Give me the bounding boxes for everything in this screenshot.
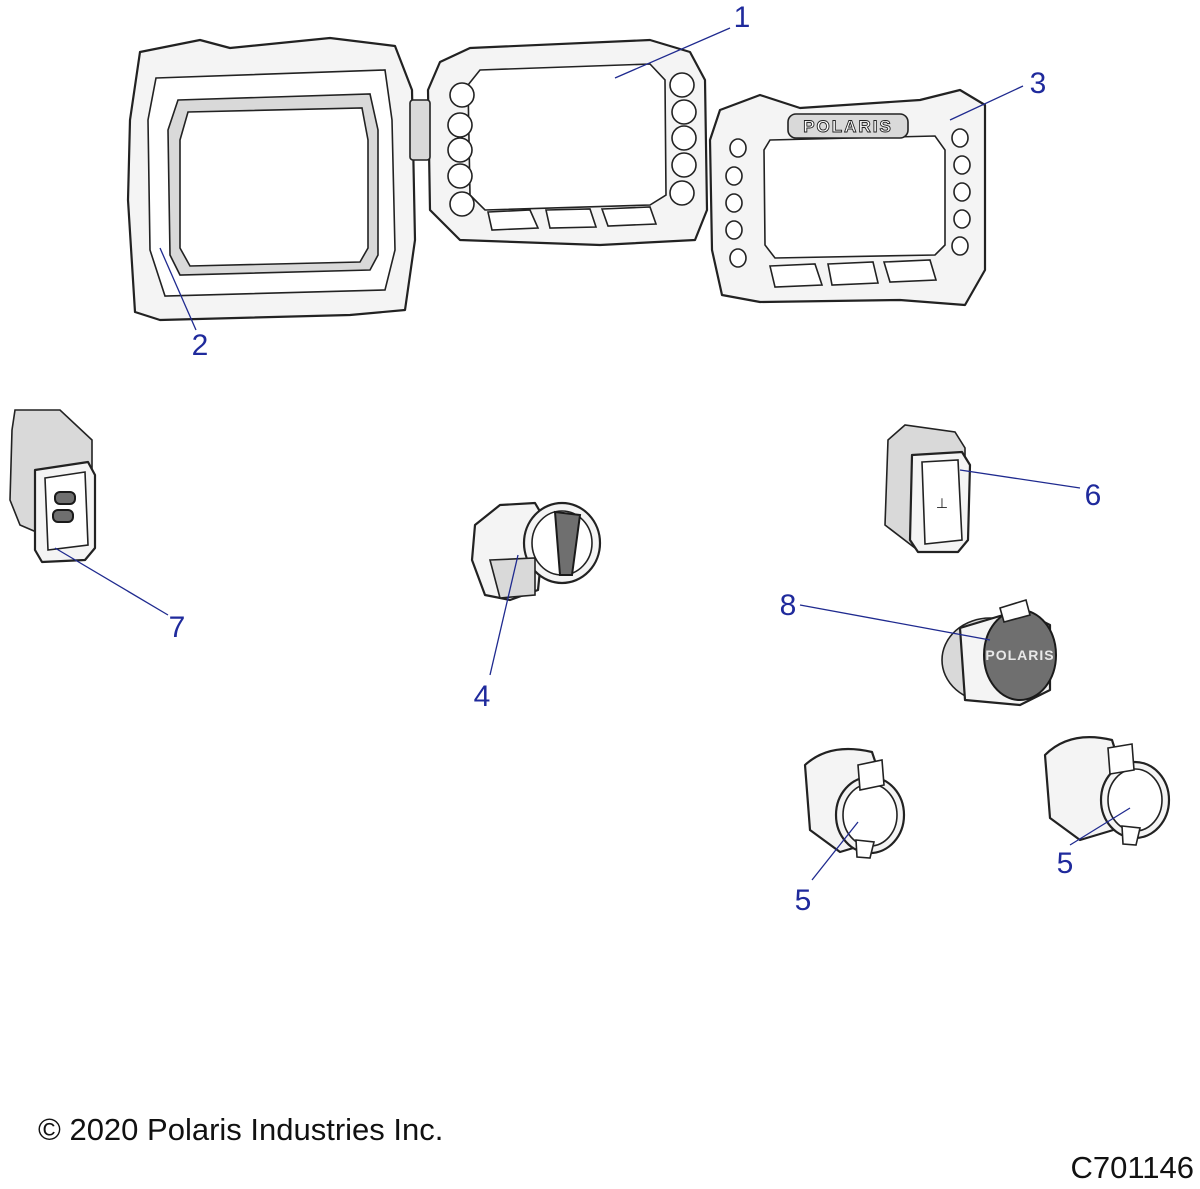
- rocker-switch: ⊥: [884, 424, 972, 554]
- bezel-brand-logo: POLARIS: [803, 117, 893, 136]
- callout-labels: 1 2 3 4 5 5 6 7 8: [169, 1, 1102, 917]
- callout-7: 7: [169, 611, 186, 644]
- display-buttons-right: [669, 72, 697, 206]
- power-outlet-left: [803, 747, 906, 859]
- callout-2: 2: [192, 329, 209, 362]
- usb-outlet: POLARIS: [941, 598, 1057, 707]
- callout-5-left: 5: [795, 884, 812, 917]
- callout-3: 3: [1030, 67, 1047, 100]
- callout-4: 4: [474, 680, 491, 713]
- callout-6: 6: [1085, 479, 1102, 512]
- drawing-number: C701146: [1070, 1150, 1194, 1185]
- bezel-holes-right: [951, 128, 971, 256]
- display-bezel: POLARIS: [708, 88, 987, 307]
- callout-8: 8: [780, 589, 797, 622]
- toggle-switch: [9, 409, 97, 564]
- rocker-symbol-icon: ⊥: [936, 496, 948, 512]
- display-buttons-left: [447, 82, 475, 217]
- display-seal: [126, 36, 417, 322]
- callout-5-right: 5: [1057, 847, 1074, 880]
- display-unit: [409, 38, 709, 247]
- usb-cap-brand-logo: POLARIS: [985, 647, 1054, 663]
- copyright-notice: © 2020 Polaris Industries Inc.: [38, 1112, 444, 1147]
- power-outlet-right: [1043, 736, 1171, 846]
- key-switch: [470, 501, 602, 602]
- bezel-holes-left: [725, 138, 747, 268]
- leader-lines: [54, 27, 1131, 881]
- callout-1: 1: [734, 1, 751, 34]
